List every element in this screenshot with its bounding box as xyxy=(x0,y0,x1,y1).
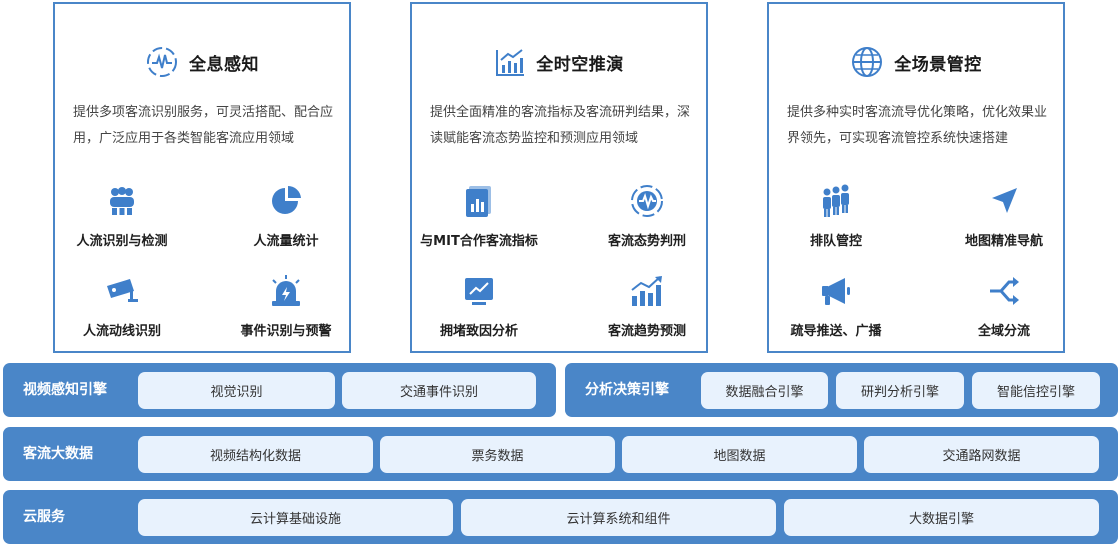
feature-label: 事件识别与预警 xyxy=(240,324,332,339)
monitor-chart-icon xyxy=(404,272,554,310)
feature-item: 疏导推送、广播 xyxy=(761,272,911,339)
card-header: 全场景管控 xyxy=(769,42,1063,82)
layer-item: 地图数据 xyxy=(622,436,857,473)
feature-label: 人流动线识别 xyxy=(82,324,161,339)
feature-item: 人流动线识别 xyxy=(47,272,197,339)
crowd-icon xyxy=(47,182,197,220)
layer-item: 研判分析引擎 xyxy=(836,372,964,409)
megaphone-icon xyxy=(761,272,911,310)
card-title: 全场景管控 xyxy=(894,54,982,75)
feature-label: 人流量统计 xyxy=(253,234,319,249)
trend-chart-icon xyxy=(494,46,526,78)
feature-item: 拥堵致因分析 xyxy=(404,272,554,339)
pulse-circle-icon xyxy=(572,182,722,220)
layer-item: 数据融合引擎 xyxy=(701,372,828,409)
layer-item: 云计算系统和组件 xyxy=(461,499,776,536)
queue-icon xyxy=(761,182,911,220)
alarm-light-icon xyxy=(211,272,361,310)
feature-label: 拥堵致因分析 xyxy=(439,324,518,339)
card-title: 全息感知 xyxy=(189,54,259,75)
layer-label: 分析决策引擎 xyxy=(585,382,669,398)
feature-label: 客流态势判刑 xyxy=(607,234,686,249)
feature-item: 全域分流 xyxy=(929,272,1079,339)
card-perception: 全息感知 提供多项客流识别服务，可灵活搭配、配合应用，广泛应用于各类智能客流应用… xyxy=(53,2,351,353)
layer-label: 视频感知引擎 xyxy=(23,382,107,398)
layer-item: 智能信控引擎 xyxy=(972,372,1100,409)
layer-item: 交通路网数据 xyxy=(864,436,1099,473)
card-title: 全时空推演 xyxy=(536,54,624,75)
feature-label: 地图精准导航 xyxy=(964,234,1043,249)
navigation-icon xyxy=(929,182,1079,220)
split-arrows-icon xyxy=(929,272,1079,310)
layer-item: 视频结构化数据 xyxy=(138,436,373,473)
feature-item: 事件识别与预警 xyxy=(211,272,361,339)
card-description: 提供多种实时客流流导优化策略，优化效果业界领先，可实现客流管控系统快速搭建 xyxy=(787,105,1048,146)
layer-item: 大数据引擎 xyxy=(784,499,1099,536)
layer-label: 客流大数据 xyxy=(23,446,93,462)
card-deduction: 全时空推演 提供全面精准的客流指标及客流研判结果，深读赋能客流态势监控和预测应用… xyxy=(410,2,708,353)
layer-item: 视觉识别 xyxy=(138,372,335,409)
feature-label: 与MIT合作客流指标 xyxy=(420,234,538,249)
layer-cloud: 云服务 云计算基础设施 云计算系统和组件 大数据引擎 xyxy=(3,490,1118,544)
feature-item: 客流趋势预测 xyxy=(572,272,722,339)
pie-chart-icon xyxy=(211,182,361,220)
report-icon xyxy=(404,182,554,220)
feature-item: 客流态势判刑 xyxy=(572,182,722,249)
feature-item: 排队管控 xyxy=(761,182,911,249)
growth-chart-icon xyxy=(572,272,722,310)
feature-label: 人流识别与检测 xyxy=(76,234,168,249)
card-description: 提供多项客流识别服务，可灵活搭配、配合应用，广泛应用于各类智能客流应用领域 xyxy=(73,105,334,146)
card-header: 全时空推演 xyxy=(412,42,706,82)
feature-item: 人流识别与检测 xyxy=(47,182,197,249)
globe-icon xyxy=(850,45,884,79)
card-header: 全息感知 xyxy=(55,42,349,82)
layer-label: 云服务 xyxy=(23,509,65,525)
feature-label: 客流趋势预测 xyxy=(607,324,686,339)
feature-item: 人流量统计 xyxy=(211,182,361,249)
feature-label: 疏导推送、广播 xyxy=(790,324,882,339)
card-description: 提供全面精准的客流指标及客流研判结果，深读赋能客流态势监控和预测应用领域 xyxy=(430,105,691,146)
camera-icon xyxy=(47,272,197,310)
layer-item: 云计算基础设施 xyxy=(138,499,453,536)
feature-label: 排队管控 xyxy=(809,234,862,249)
card-control: 全场景管控 提供多种实时客流流导优化策略，优化效果业界领先，可实现客流管控系统快… xyxy=(767,2,1065,353)
layer-vision-engine: 视频感知引擎 视觉识别 交通事件识别 xyxy=(3,363,556,417)
layer-item: 交通事件识别 xyxy=(342,372,536,409)
feature-item: 地图精准导航 xyxy=(929,182,1079,249)
layer-bigdata: 客流大数据 视频结构化数据 票务数据 地图数据 交通路网数据 xyxy=(3,427,1118,481)
feature-label: 全域分流 xyxy=(977,324,1030,339)
pulse-circle-icon xyxy=(145,45,179,79)
layer-decision-engine: 分析决策引擎 数据融合引擎 研判分析引擎 智能信控引擎 xyxy=(565,363,1118,417)
feature-item: 与MIT合作客流指标 xyxy=(404,182,554,249)
layer-item: 票务数据 xyxy=(380,436,615,473)
